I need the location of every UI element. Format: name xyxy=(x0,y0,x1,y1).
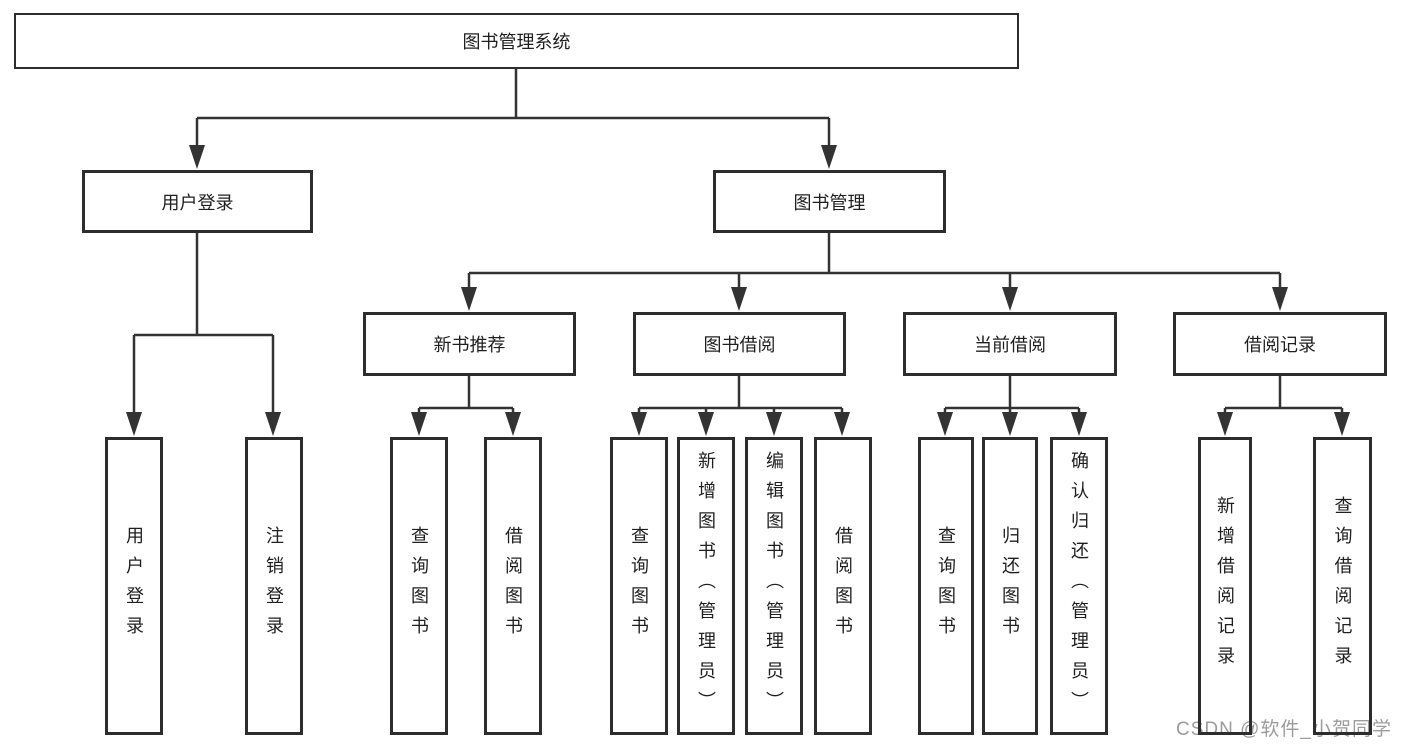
arrow-down-icon xyxy=(834,412,850,436)
arrow-down-icon xyxy=(126,412,142,436)
arrow-down-icon xyxy=(1334,412,1350,436)
leaf-borrow-books-2: 借阅图书 xyxy=(814,437,872,735)
leaf-query-borrow-record-label: 查询借阅记录 xyxy=(1332,496,1353,676)
connector-borrow-records-to-leaves xyxy=(1217,376,1350,436)
node-user-login-label: 用户登录 xyxy=(161,192,234,213)
leaf-add-borrow-record-label: 新增借阅记录 xyxy=(1215,496,1235,676)
arrow-down-icon xyxy=(698,412,714,436)
leaf-query-books-2-label: 查询图书 xyxy=(629,526,649,646)
leaf-logout-label: 注销登录 xyxy=(264,526,284,646)
arrow-down-icon xyxy=(265,412,281,436)
arrow-down-icon xyxy=(461,287,477,311)
leaf-edit-books-admin: 编辑图书（管理员） xyxy=(745,437,803,735)
leaf-query-books-3-label: 查询图书 xyxy=(936,526,956,646)
node-borrowing-records-label: 借阅记录 xyxy=(1244,335,1316,355)
leaf-query-books-1: 查询图书 xyxy=(390,437,448,735)
leaf-confirm-return-admin-label: 确认归还（管理员） xyxy=(1069,451,1089,721)
connector-user-login-to-leaves xyxy=(126,233,281,436)
leaf-user-login-label: 用户登录 xyxy=(124,526,144,646)
leaf-return-books-label: 归还图书 xyxy=(1000,526,1020,646)
arrow-down-icon xyxy=(766,412,782,436)
arrow-down-icon xyxy=(1002,287,1018,311)
leaf-borrow-books-1-label: 借阅图书 xyxy=(503,526,523,646)
arrow-down-icon xyxy=(731,287,747,311)
arrow-down-icon xyxy=(505,412,521,436)
leaf-logout: 注销登录 xyxy=(245,437,303,735)
leaf-add-borrow-record: 新增借阅记录 xyxy=(1198,437,1252,735)
arrow-down-icon xyxy=(1002,412,1018,436)
node-borrowing-records: 借阅记录 xyxy=(1173,312,1387,376)
node-book-management-label: 图书管理 xyxy=(793,192,866,213)
node-current-borrowing-label: 当前借阅 xyxy=(974,335,1046,355)
arrow-down-icon xyxy=(937,412,953,436)
node-book-management: 图书管理 xyxy=(713,170,946,233)
node-user-login: 用户登录 xyxy=(82,170,313,233)
watermark-text: CSDN @软件_小贺同学 xyxy=(1176,719,1392,740)
connector-current-borrow-to-leaves xyxy=(937,376,1087,436)
connector-book-mgmt-to-level3 xyxy=(461,233,1288,311)
arrow-down-icon xyxy=(1071,412,1087,436)
arrow-down-icon xyxy=(189,145,205,169)
leaf-add-books-admin-label: 新增图书（管理员） xyxy=(696,451,716,721)
connector-book-borrow-to-leaves xyxy=(631,376,850,436)
leaf-confirm-return-admin: 确认归还（管理员） xyxy=(1050,437,1108,735)
leaf-borrow-books-2-label: 借阅图书 xyxy=(833,526,853,646)
leaf-query-borrow-record: 查询借阅记录 xyxy=(1313,437,1372,735)
leaf-borrow-books-1: 借阅图书 xyxy=(484,437,542,735)
connector-new-books-to-leaves xyxy=(411,376,521,436)
node-new-book-recommend-label: 新书推荐 xyxy=(433,335,506,355)
leaf-return-books: 归还图书 xyxy=(982,437,1038,735)
arrow-down-icon xyxy=(1217,412,1233,436)
node-root-system: 图书管理系统 xyxy=(14,13,1019,69)
leaf-query-books-1-label: 查询图书 xyxy=(409,526,429,646)
leaf-edit-books-admin-label: 编辑图书（管理员） xyxy=(764,451,784,721)
connector-root-to-level2 xyxy=(189,69,837,169)
leaf-add-books-admin: 新增图书（管理员） xyxy=(677,437,735,735)
node-current-borrowing: 当前借阅 xyxy=(903,312,1117,376)
arrow-down-icon xyxy=(1272,287,1288,311)
leaf-user-login: 用户登录 xyxy=(105,437,163,735)
leaf-query-books-2: 查询图书 xyxy=(610,437,668,735)
arrow-down-icon xyxy=(821,145,837,169)
node-book-borrowing: 图书借阅 xyxy=(633,312,846,376)
node-book-borrowing-label: 图书借阅 xyxy=(703,335,776,355)
node-root-label: 图书管理系统 xyxy=(462,32,571,52)
arrow-down-icon xyxy=(411,412,427,436)
node-new-book-recommend: 新书推荐 xyxy=(363,312,576,376)
arrow-down-icon xyxy=(631,412,647,436)
leaf-query-books-3: 查询图书 xyxy=(918,437,974,735)
